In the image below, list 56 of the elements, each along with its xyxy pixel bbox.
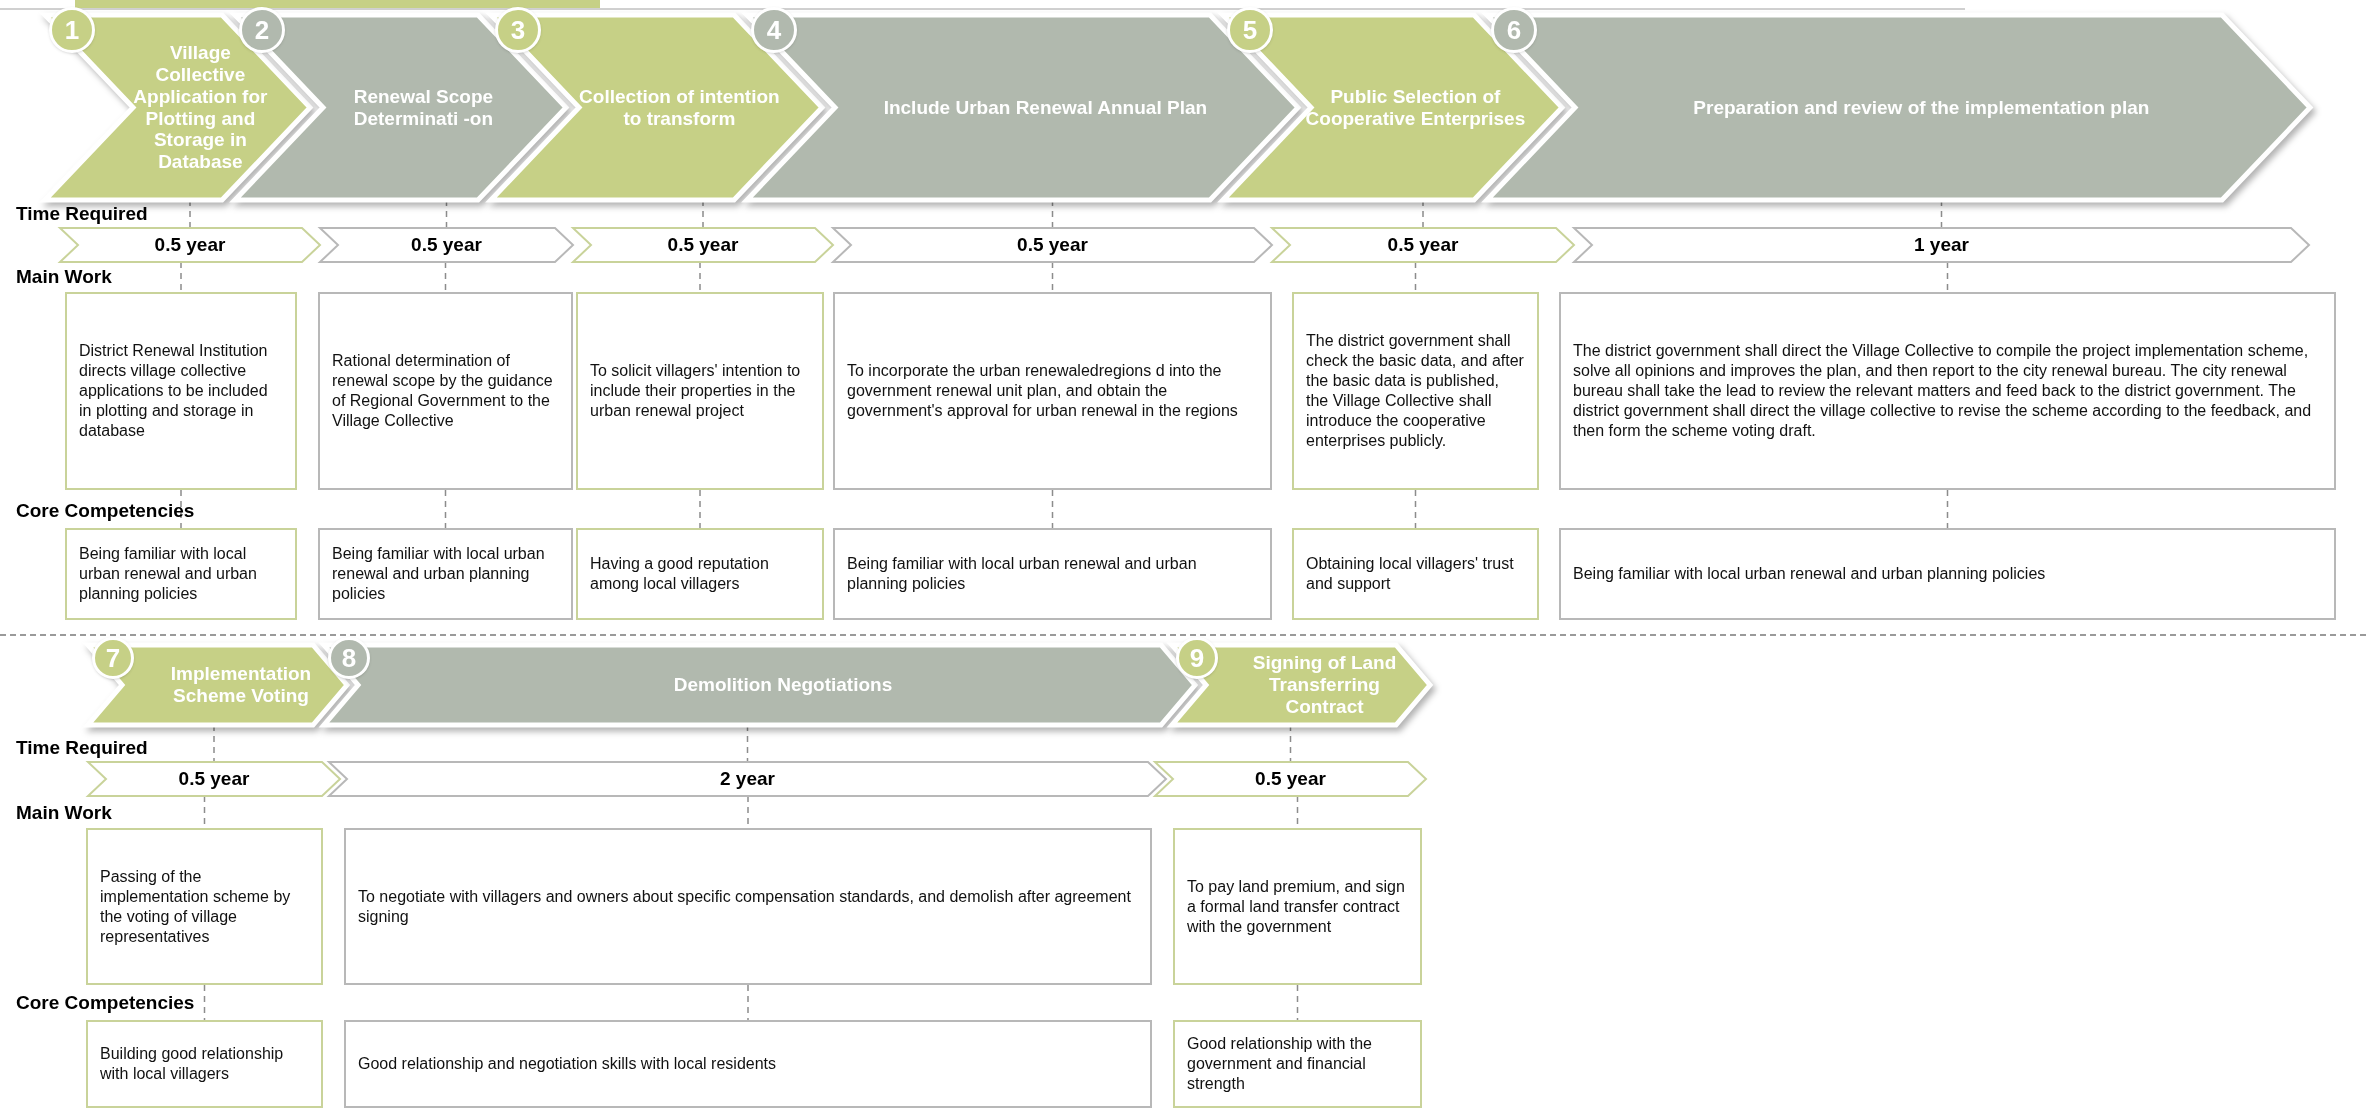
row-heading: Time Required [16,737,148,759]
competency-box: Building good relationship with local villagers [86,1020,323,1108]
main-work-box: Passing of the implementation scheme by the voting of village representatives [86,828,323,985]
stage-title: Include Urban Renewal Annual Plan [883,96,1208,119]
competency-box: Obtaining local villagers' trust and support [1292,528,1539,620]
duration-text: 0.5 year [178,766,250,791]
dashed-connector [1414,489,1417,529]
main-work-box: To incorporate the urban renewaledregions d into the government renewal unit plan, and obtain the government's approval for urban renewal in the regions [833,292,1272,490]
main-work-box: To solicit villagers' intention to include their properties in the urban renewal project [576,292,824,490]
row-heading: Core Competencies [16,992,195,1014]
duration-text: 0.5 year [154,232,226,257]
stage-title: Collection of intention to transform [578,85,781,130]
dashed-connector [180,261,182,293]
stage-title: Public Selection of Cooperative Enterprises [1304,85,1527,130]
dashed-connector [203,984,206,1021]
row-heading: Core Competencies [16,500,195,522]
dashed-connector [699,489,701,529]
main-work-box: The district government shall direct the Village Collective to compile the project implementation scheme, solve all opinions and improves the plan, and then report to the city renewal bureau. The city renewal bureau shall take the lead to review the relevant matters and feed back to the district government. The district government shall direct the village collective to revise the scheme according to the feedback, and then form the scheme voting draft. [1559,292,2336,490]
dashed-connector [747,984,749,1021]
dashed-connector [1051,489,1054,529]
duration-text: 0.5 year [411,232,482,257]
main-work-box: Rational determination of renewal scope by the guidance of Regional Government to the Village Collective [318,292,573,490]
stage-title: Preparation and review of the implementation plan [1693,96,2150,119]
duration-text: 0.5 year [667,232,739,257]
competency-box: Being familiar with local urban renewal and urban planning policies [318,528,573,620]
duration-text: 0.5 year [1387,232,1459,257]
duration-text: 1 year [1914,232,1969,257]
row-heading: Time Required [16,203,148,225]
main-work-box: To negotiate with villagers and owners about specific compensation standards, and demolish after agreement signing [344,828,1152,985]
dashed-connector [444,489,447,529]
stage-title: Signing of Land Transferring Contract [1251,652,1398,718]
stage-title: Implementation Scheme Voting [169,663,313,707]
main-work-box: To pay land premium, and sign a formal land transfer contract with the government [1173,828,1422,985]
row-heading: Main Work [16,802,112,824]
dashed-connector [1296,984,1299,1021]
competency-box: Being familiar with local urban renewal and urban planning policies [833,528,1272,620]
dashed-connector [444,261,447,293]
dashed-connector [1946,261,1949,293]
dashed-connector [1946,489,1949,529]
competency-box: Being familiar with local urban renewal and urban planning policies [1559,528,2336,620]
stage-title: Demolition Negotiations [673,674,893,696]
main-work-box: The district government shall check the basic data, and after the basic data is published, the Village Collective shall introduce the cooperative enterprises publicly. [1292,292,1539,490]
duration-text: 0.5 year [1017,232,1088,257]
competency-box: Being familiar with local urban renewal and urban planning policies [65,528,297,620]
stage-title: Renewal Scope Determinati -on [352,85,495,130]
dashed-connector [1051,261,1054,293]
main-work-box: District Renewal Institution directs village collective applications to be included in plotting and storage in database [65,292,297,490]
competency-box: Having a good reputation among local villagers [576,528,824,620]
duration-text: 0.5 year [1255,766,1326,791]
dashed-connector [1414,261,1417,293]
dashed-connector [180,489,182,529]
competency-box: Good relationship and negotiation skills with local residents [344,1020,1152,1108]
row-heading: Main Work [16,266,112,288]
duration-text: 2 year [720,766,775,791]
dashed-connector [699,261,701,293]
competency-box: Good relationship with the government and financial strength [1173,1020,1422,1108]
